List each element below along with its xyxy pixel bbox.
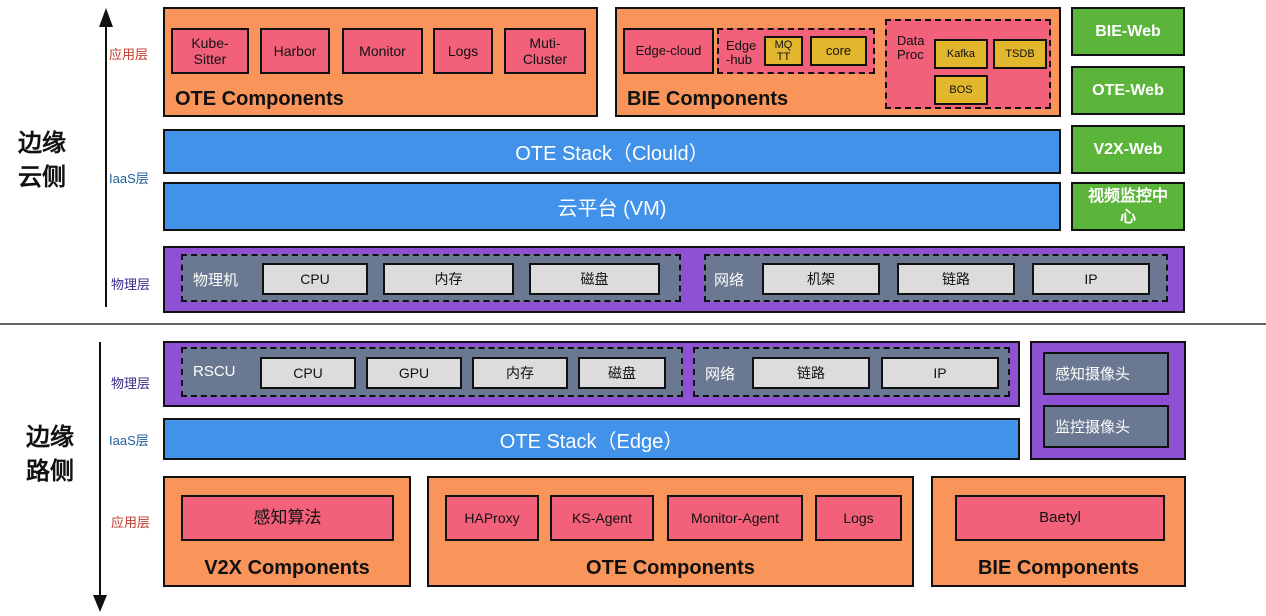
cloud-network-group: 网络 机架 链路 IP	[704, 254, 1168, 302]
rscu-label: RSCU	[193, 363, 236, 380]
edge-ote-components-panel: HAProxy KS-Agent Monitor-Agent Logs OTE …	[427, 476, 914, 587]
haproxy-box: HAProxy	[445, 495, 539, 541]
edge-bie-components-title: BIE Components	[977, 557, 1140, 579]
v2x-web-box: V2X-Web	[1071, 125, 1185, 174]
edge-ote-components-title: OTE Components	[586, 557, 755, 579]
cloud-bie-components-panel: Edge-cloud Edge -hub MQ TT core Data Pro…	[615, 7, 1061, 117]
harbor-box: Harbor	[260, 28, 330, 74]
edge-bie-components-panel: Baetyl BIE Components	[931, 476, 1186, 587]
cloud-side-label-line2: 云侧	[18, 164, 66, 191]
bos-box: BOS	[934, 75, 988, 105]
cloud-ote-components-panel: Kube- Sitter Harbor Monitor Logs Muti- C…	[163, 7, 598, 117]
cloud-ip-box: IP	[1032, 263, 1150, 295]
cloud-side-label: 边缘 云侧	[18, 127, 78, 195]
camera-panel: 感知摄像头 监控摄像头	[1030, 341, 1186, 460]
cloud-memory-box: 内存	[383, 263, 514, 295]
cloud-bie-components-title: BIE Components	[627, 88, 789, 110]
perception-camera-box: 感知摄像头	[1043, 352, 1169, 395]
edge-cpu-box: CPU	[260, 357, 356, 389]
edge-network-label: 网络	[705, 366, 736, 383]
mqtt-box: MQ TT	[764, 36, 803, 66]
edge-network-group: 网络 链路 IP	[693, 347, 1010, 397]
edge-iaas-layer-label: IaaS层	[109, 433, 149, 448]
edge-ip-box: IP	[881, 357, 999, 389]
edge-hub-group: Edge -hub MQ TT core	[717, 28, 875, 74]
bie-web-box: BIE-Web	[1071, 7, 1185, 56]
kafka-box: Kafka	[934, 39, 988, 69]
edge-v2x-components-title: V2X Components	[204, 557, 370, 579]
tsdb-box: TSDB	[993, 39, 1047, 69]
edge-physical-layer-label: 物理层	[111, 376, 151, 391]
edge-side-label-line1: 边缘	[26, 424, 74, 451]
video-monitor-center-box: 视频监控中 心	[1071, 182, 1185, 231]
logs-box: Logs	[433, 28, 493, 74]
edge-gpu-box: GPU	[366, 357, 462, 389]
data-proc-group: Data Proc Kafka TSDB BOS	[885, 19, 1051, 109]
edge-hub-label: Edge -hub	[726, 38, 757, 67]
kube-sitter-box: Kube- Sitter	[171, 28, 249, 74]
rscu-group: RSCU CPU GPU 内存 磁盘	[181, 347, 683, 397]
cloud-disk-box: 磁盘	[529, 263, 660, 295]
ote-web-box: OTE-Web	[1071, 66, 1185, 115]
monitor-box: Monitor	[342, 28, 423, 74]
muti-cluster-box: Muti- Cluster	[504, 28, 586, 74]
edge-arrow-head	[93, 595, 107, 612]
cloud-cpu-box: CPU	[262, 263, 368, 295]
cloud-platform-vm-bar: 云平台 (VM)	[163, 182, 1061, 231]
cloud-side-label-line1: 边缘	[18, 130, 66, 157]
data-proc-label: Data Proc	[897, 33, 925, 62]
edge-logs-box: Logs	[815, 495, 902, 541]
surveillance-camera-box: 监控摄像头	[1043, 405, 1169, 448]
cloud-ote-components-title: OTE Components	[175, 88, 344, 110]
edge-v2x-components-panel: 感知算法 V2X Components	[163, 476, 411, 587]
edge-cloud-box: Edge-cloud	[623, 28, 714, 74]
rack-box: 机架	[762, 263, 880, 295]
edge-ote-stack-bar: OTE Stack（Edge）	[163, 418, 1020, 460]
cloud-arrow-head	[99, 8, 113, 27]
cloud-app-layer-label: 应用层	[109, 47, 149, 62]
cloud-iaas-layer-label: IaaS层	[109, 171, 149, 186]
edge-disk-box: 磁盘	[578, 357, 666, 389]
edge-link-box: 链路	[752, 357, 870, 389]
baetyl-box: Baetyl	[955, 495, 1165, 541]
ks-agent-box: KS-Agent	[550, 495, 654, 541]
edge-memory-box: 内存	[472, 357, 568, 389]
perception-algorithm-box: 感知算法	[181, 495, 394, 541]
edge-side-label-line2: 路侧	[26, 458, 74, 485]
physical-machine-label: 物理机	[193, 272, 239, 289]
cloud-physical-panel: 物理机 CPU 内存 磁盘 网络 机架 链路 IP	[163, 246, 1185, 313]
physical-machine-group: 物理机 CPU 内存 磁盘	[181, 254, 681, 302]
cloud-physical-layer-label: 物理层	[111, 277, 151, 292]
cloud-network-label: 网络	[714, 272, 745, 289]
monitor-agent-box: Monitor-Agent	[667, 495, 803, 541]
core-box: core	[810, 36, 867, 66]
edge-side-label: 边缘 路侧	[26, 421, 86, 489]
cloud-ote-stack-bar: OTE Stack（Clould）	[163, 129, 1061, 174]
edge-app-layer-label: 应用层	[111, 515, 151, 530]
cloud-link-box: 链路	[897, 263, 1015, 295]
edge-physical-panel: RSCU CPU GPU 内存 磁盘 网络 链路 IP	[163, 341, 1020, 407]
